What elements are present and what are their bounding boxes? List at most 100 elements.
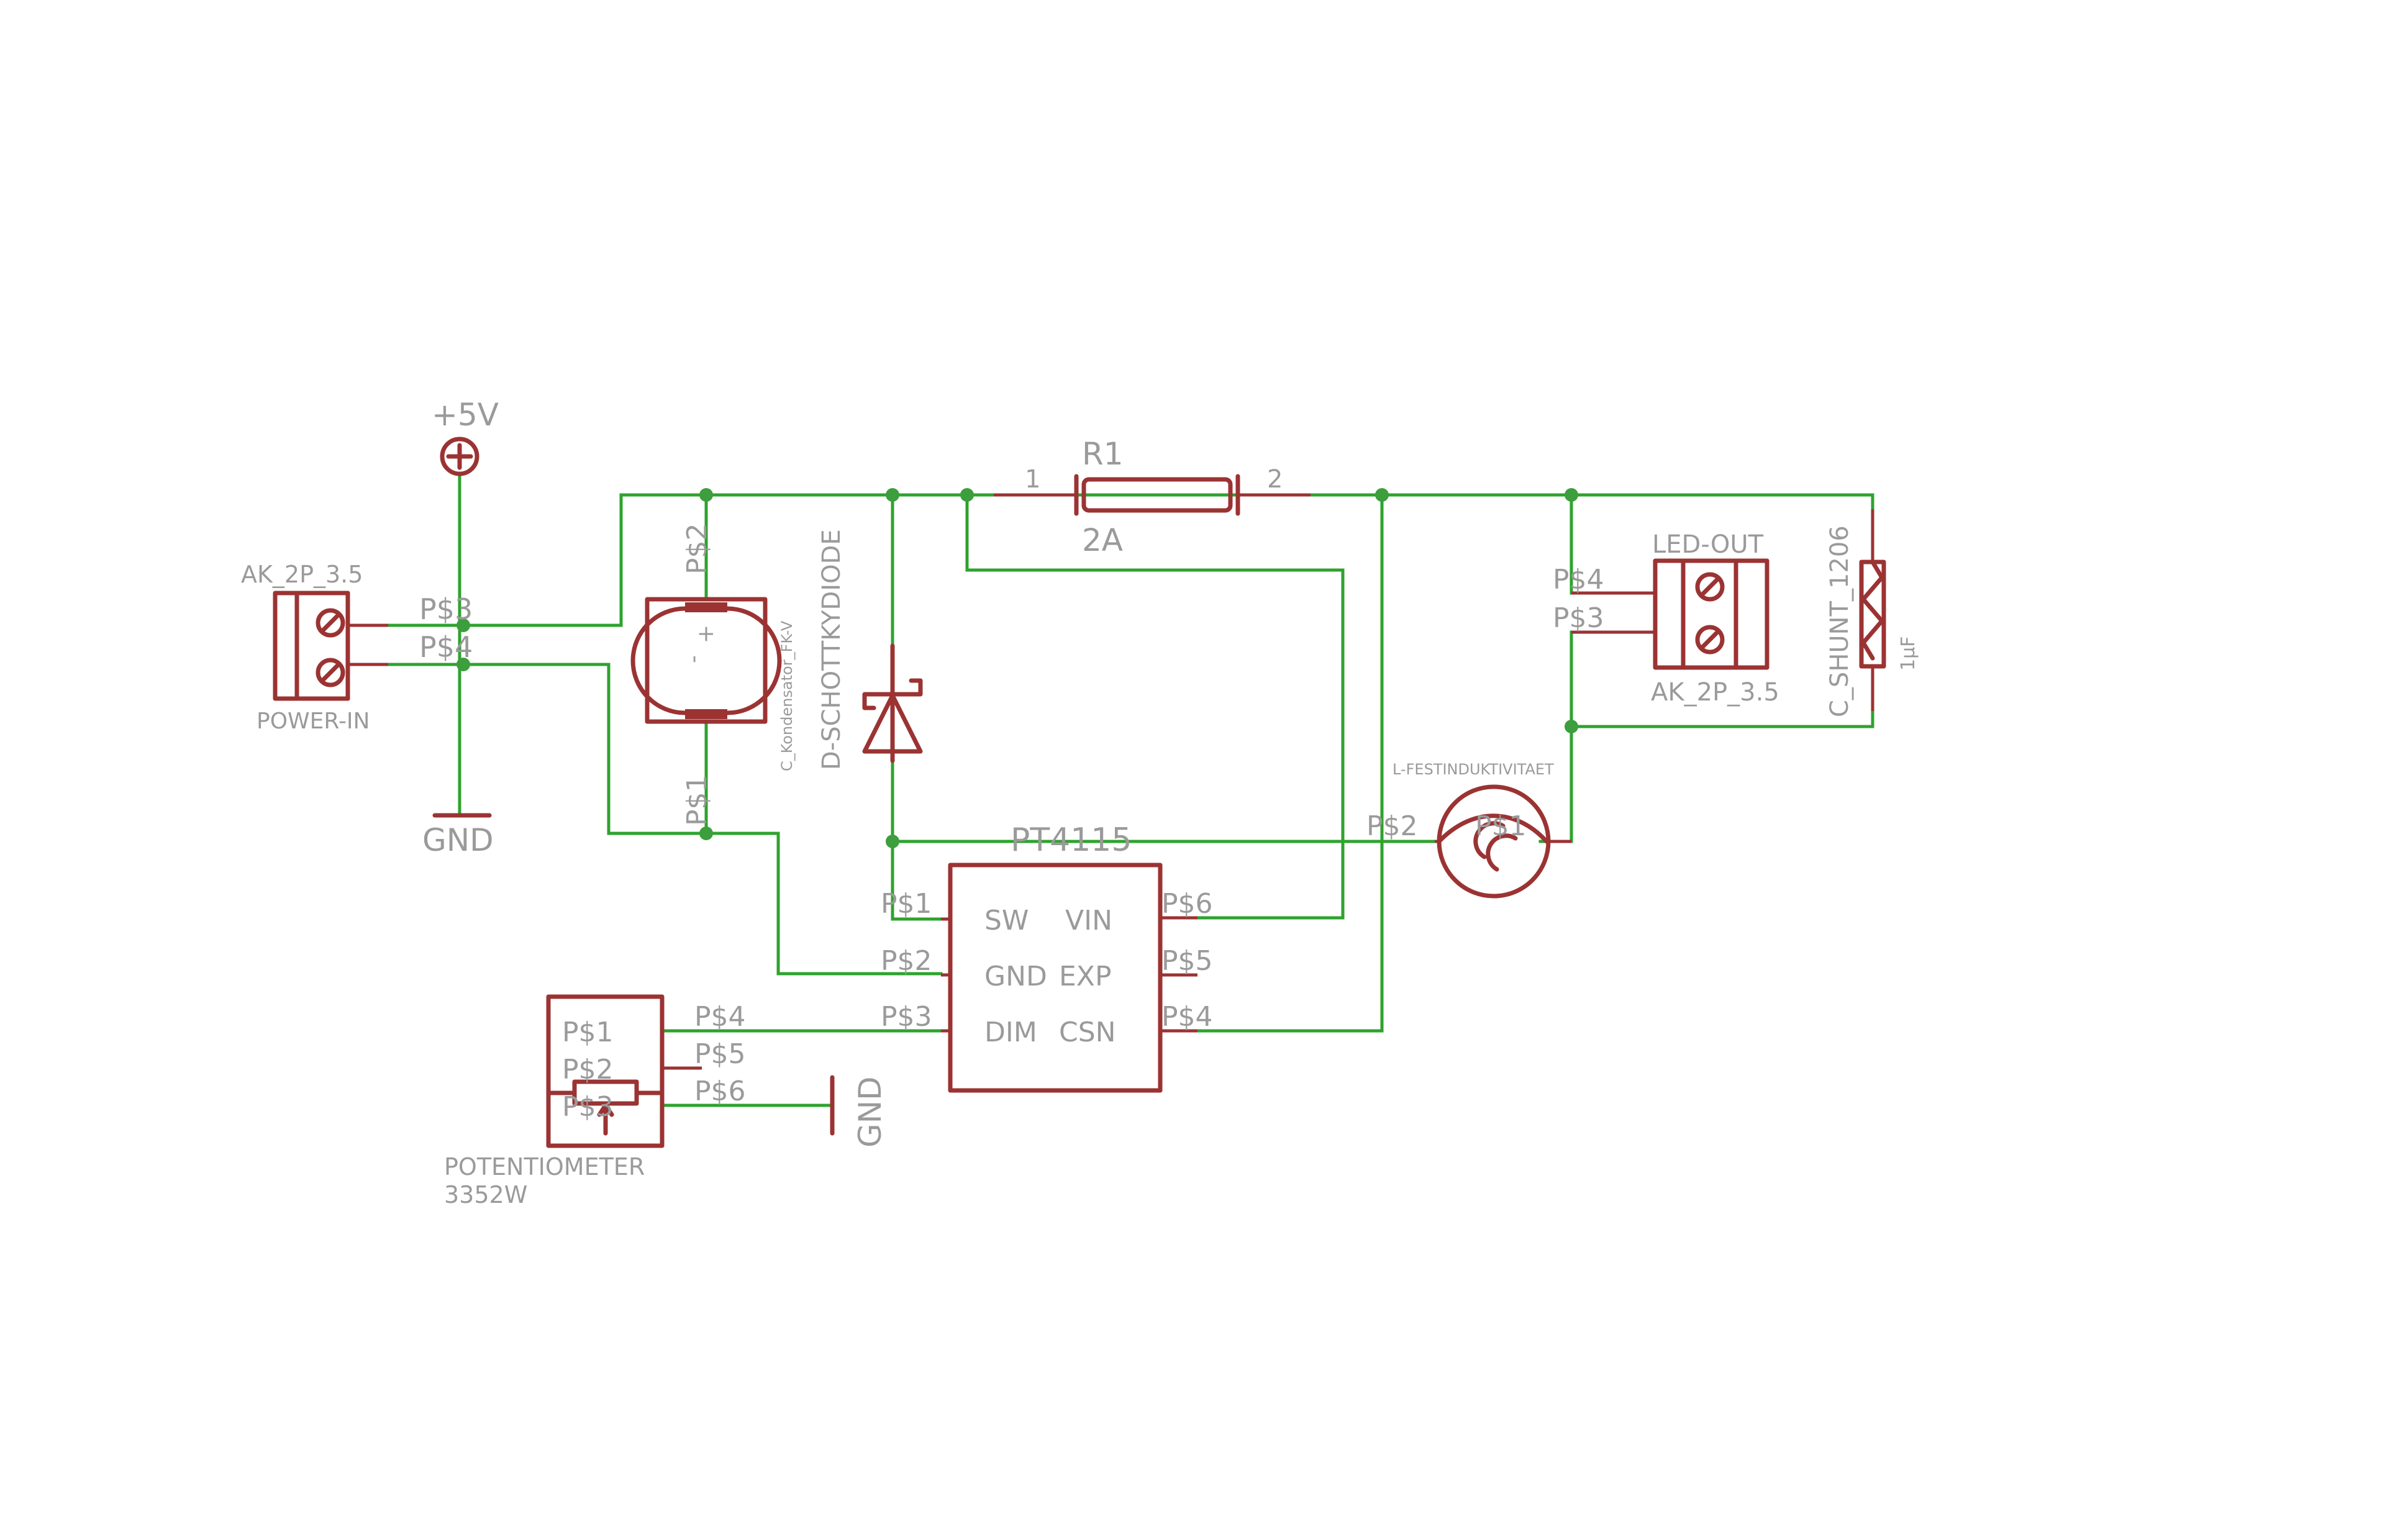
- wire-shunt-bottom: [1570, 709, 1874, 728]
- wire-led-p3: [1538, 630, 1604, 843]
- pot-pin-outer: P$5: [694, 1038, 746, 1070]
- junction: [699, 488, 713, 502]
- gnd-left-symbol[interactable]: GND: [422, 813, 494, 858]
- screw-slot: [320, 663, 340, 682]
- ic-func-left: SW: [984, 905, 1029, 936]
- shunt-zigzag: [1861, 560, 1884, 661]
- resistor-pin1-label: 1: [1025, 465, 1040, 494]
- wire-powerin-p4: [386, 663, 943, 976]
- led-out-package: AK_2P_3.5: [1651, 678, 1779, 707]
- junction: [1565, 488, 1578, 502]
- capacitor-plus: +: [693, 625, 719, 643]
- shunt-value: 1µF: [1897, 637, 1919, 671]
- power-in-pin-b-label: P$4: [419, 630, 473, 664]
- led-out-terminal[interactable]: LED-OUT AK_2P_3.5 P$4 P$3: [1553, 530, 1779, 707]
- ic-func-right: CSN: [1059, 1017, 1116, 1048]
- wire-diode-bottom: [891, 759, 1437, 843]
- diode-triangle: [862, 693, 923, 754]
- inductor-name: L-FESTINDUKTIVITAET: [1393, 761, 1554, 778]
- diode-name: D-SCHOTTKYDIODE: [817, 529, 846, 770]
- screw-icon: [316, 608, 345, 638]
- ic-pt4115[interactable]: PT4115 P$1 P$2 P$3 P$6 P$5 P$4 SW GND DI…: [881, 822, 1213, 1093]
- capacitor[interactable]: - + P$2 P$1 C_Kondensator_FK-V: [630, 523, 796, 826]
- screw-icon: [1695, 625, 1725, 655]
- capacitor-plate: [685, 602, 727, 612]
- power-in-pin-a-label: P$3: [419, 592, 473, 626]
- junction: [1375, 488, 1389, 502]
- diode-bar: [862, 678, 923, 710]
- wire-sw: [891, 840, 943, 921]
- resistor-r1[interactable]: R1 2A 1 2: [994, 436, 1311, 558]
- inductor[interactable]: L-FESTINDUKTIVITAET P$2 P$1: [1366, 761, 1571, 899]
- capacitor-pin-top-label: P$2: [681, 523, 713, 574]
- pot-pin-inner: P$2: [562, 1054, 614, 1085]
- resistor-value: 2A: [1082, 522, 1123, 558]
- junction: [886, 488, 899, 502]
- screw-icon: [316, 658, 345, 687]
- wire-powerin-p3: [386, 493, 1416, 627]
- ic-body: [948, 863, 1163, 1093]
- pot-name: POTENTIOMETER: [444, 1153, 645, 1180]
- capacitor-name: C_Kondensator_FK-V: [778, 620, 796, 771]
- power-in-package: AK_2P_3.5: [241, 561, 363, 588]
- wire-top-rail-right: [1236, 493, 1874, 511]
- screw-slot: [1700, 577, 1720, 597]
- shunt-capacitor[interactable]: C_SHUNT_1206 1µF: [1825, 509, 1919, 717]
- capacitor-body: [645, 597, 768, 724]
- led-out-name: LED-OUT: [1652, 530, 1764, 559]
- capacitor-pin-bottom-label: P$1: [681, 774, 713, 826]
- schottky-diode[interactable]: D-SCHOTTKYDIODE: [817, 529, 923, 770]
- pot-pin-inner: P$1: [562, 1017, 614, 1048]
- pot-value: 3352W: [444, 1181, 527, 1208]
- ic-func-right: EXP: [1059, 961, 1111, 992]
- inductor-coil: [1486, 833, 1518, 872]
- ic-pin-label-right: P$5: [1161, 945, 1213, 977]
- capacitor-plate: [685, 709, 727, 719]
- gnd-right-label: GND: [852, 1076, 888, 1148]
- resistor-body: [1081, 477, 1233, 513]
- ic-pin-label-right: P$4: [1161, 1001, 1213, 1033]
- pot-pin-outer: P$6: [694, 1076, 746, 1107]
- resistor-name: R1: [1082, 436, 1124, 472]
- wire-vin: [965, 493, 1345, 920]
- pot-pin-inner: P$3: [562, 1091, 614, 1123]
- resistor-pin2-label: 2: [1267, 465, 1283, 494]
- shunt-name: C_SHUNT_1206: [1825, 525, 1854, 717]
- inductor-coil: [1437, 813, 1549, 844]
- ic-func-right: VIN: [1065, 905, 1112, 936]
- inductor-coil: [1473, 821, 1506, 859]
- junction: [886, 835, 899, 848]
- capacitor-minus: -: [681, 655, 706, 663]
- ic-name: PT4115: [1011, 822, 1132, 859]
- wire-csn: [1196, 493, 1384, 1033]
- gnd-right-symbol[interactable]: GND: [830, 1075, 888, 1148]
- led-out-pin-a-label: P$4: [1553, 564, 1604, 596]
- potentiometer[interactable]: P$1 P$2 P$3 P$4 P$5 P$6 POTENTIOMETER 33…: [444, 994, 746, 1208]
- ic-func-left: GND: [984, 961, 1047, 992]
- ic-pin-label-right: P$6: [1161, 888, 1213, 920]
- ic-pin-label-left: P$2: [881, 945, 932, 977]
- supply-circle: [440, 437, 479, 476]
- ic-func-left: DIM: [984, 1017, 1037, 1048]
- led-out-body: [1653, 558, 1770, 670]
- gnd-left-label: GND: [422, 822, 494, 858]
- screw-slot: [1700, 630, 1720, 650]
- inductor-pin-left-label: P$2: [1366, 810, 1418, 842]
- junctions: [457, 488, 1578, 848]
- capacitor-arc: [630, 606, 688, 715]
- ic-pin-label-left: P$3: [881, 1001, 932, 1033]
- capacitor-arc: [725, 606, 782, 715]
- junction: [457, 619, 470, 632]
- led-out-pin-b-label: P$3: [1553, 602, 1604, 634]
- screw-slot: [320, 613, 340, 633]
- wires: [386, 473, 1874, 1107]
- ic-pin-label-left: P$1: [881, 888, 932, 920]
- pot-pin-outer: P$4: [694, 1001, 746, 1033]
- junction: [1565, 720, 1578, 733]
- junction: [960, 488, 974, 502]
- pot-body: [546, 994, 665, 1148]
- supply-symbol[interactable]: +5V: [432, 397, 499, 476]
- power-in-terminal[interactable]: AK_2P_3.5 POWER-IN P$3 P$4: [241, 561, 473, 734]
